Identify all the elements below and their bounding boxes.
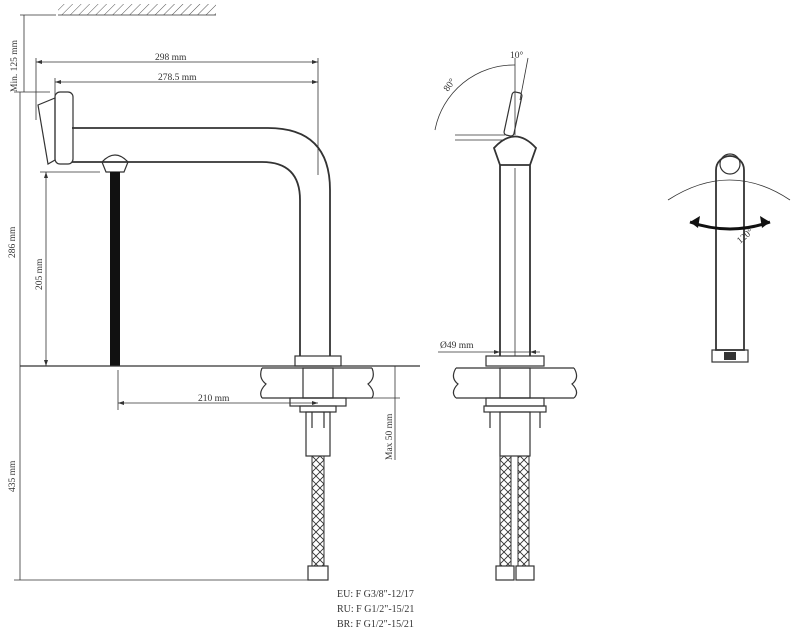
front-hose-left	[499, 455, 512, 567]
dim-hose-length: 435 mm	[8, 460, 18, 492]
spout-outline	[72, 127, 331, 356]
swivel-view: 120°	[667, 153, 791, 363]
connection-ru: RU: F G1/2"-15/21	[337, 604, 414, 615]
front-body	[492, 135, 538, 356]
dim-reach-from-axis: 210 mm	[198, 394, 230, 404]
supply-hose	[311, 455, 325, 567]
front-lever	[503, 91, 523, 137]
dim-lever-angle-front: 10°	[510, 50, 524, 61]
dim-min-clearance: Min. 125 mm	[10, 39, 20, 92]
aerator	[101, 154, 129, 173]
dim-body-diameter: Ø49 mm	[440, 341, 474, 351]
connection-br: BR: F G1/2"-15/21	[337, 619, 414, 630]
wall-hatch	[58, 4, 216, 15]
dim-max-countertop: Max 50 mm	[385, 413, 395, 460]
front-hose-right	[517, 455, 530, 567]
water-stream	[110, 172, 120, 366]
connection-eu: EU: F G3/8"-12/17	[337, 589, 414, 600]
side-view: 298 mm 278.5 mm Min. 125 mm 286 mm 205 m…	[8, 4, 420, 630]
dim-height-total: 286 mm	[8, 226, 18, 258]
dim-height-spout: 205 mm	[35, 258, 45, 290]
dim-width-reach: 278.5 mm	[158, 73, 197, 83]
dim-width-total: 298 mm	[155, 53, 187, 63]
lever-handle	[54, 91, 74, 165]
dim-lever-angle-arc: 80°	[441, 76, 458, 93]
swivel-arrow	[689, 220, 771, 231]
front-view: 10° 80° Ø49 mm	[434, 50, 578, 581]
swivel-spout	[715, 155, 745, 351]
